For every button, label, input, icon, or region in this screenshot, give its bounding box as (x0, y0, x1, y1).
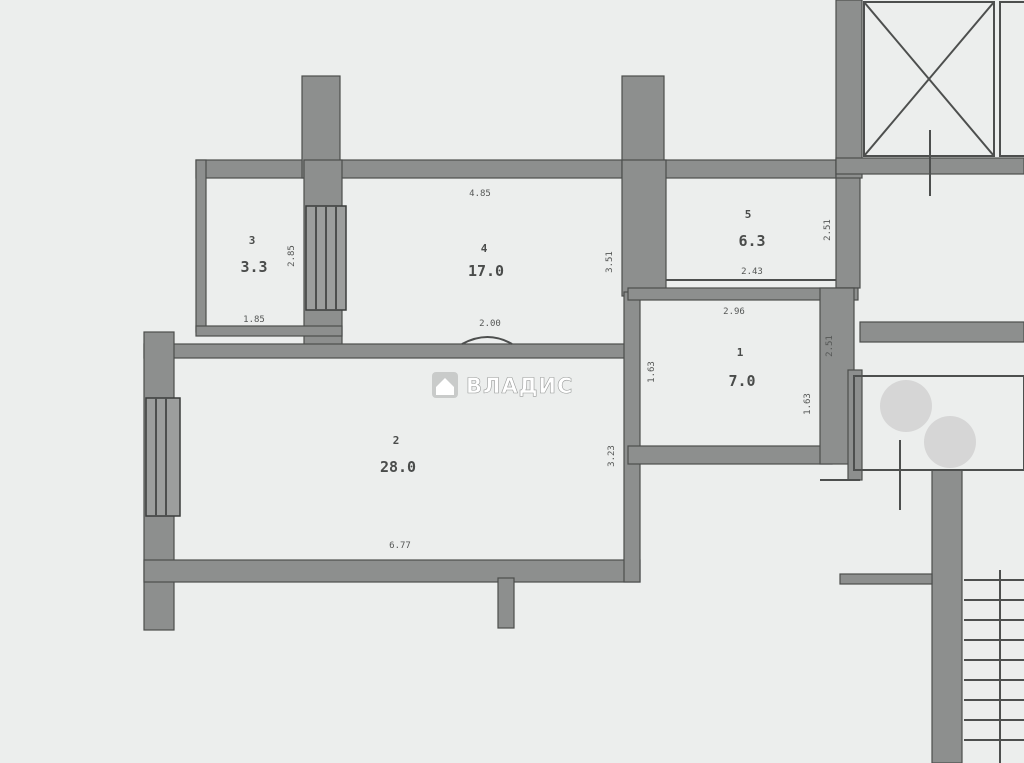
room-5-number: 5 (745, 208, 752, 221)
wall-room1-bottom (627, 445, 833, 465)
room-4-area: 17.0 (468, 262, 504, 280)
wall-room5-right (835, 159, 861, 289)
wall-top (195, 159, 841, 179)
wall-room2-bottom (143, 559, 641, 583)
watermark-text: ВЛАДИС (466, 374, 573, 398)
wall-room3-left (195, 159, 207, 333)
dim-room1-stub: 2.51 (825, 335, 835, 357)
wall-room2-top (143, 343, 635, 359)
dim-room1-top: 2.96 (723, 307, 745, 317)
fixture-circle-1 (880, 380, 932, 432)
room-1-number: 1 (737, 346, 744, 359)
room-3-number: 3 (249, 234, 256, 247)
house-logo-icon (432, 372, 458, 398)
room-2-number: 2 (393, 434, 400, 447)
dim-room3-bottom: 1.85 (243, 315, 265, 325)
dim-room4-top: 4.85 (469, 189, 491, 199)
door-arc (461, 336, 513, 345)
dim-room2-right: 3.23 (607, 445, 617, 467)
dim-room4-right: 3.51 (605, 251, 615, 273)
stairs (964, 570, 1024, 763)
dim-room1-left: 1.63 (647, 361, 657, 383)
room-labels: 3 3.3 4 17.0 5 6.3 1 7.0 2 28.0 (240, 208, 765, 476)
walls (143, 0, 1024, 763)
wall-shaft-left (835, 0, 863, 179)
wall-corridor-stub (839, 573, 933, 585)
wall-room1-top (627, 287, 859, 301)
room-5-area: 6.3 (738, 232, 765, 250)
room-2-area: 28.0 (380, 458, 416, 476)
wall-lobby-top (859, 321, 1024, 343)
window-room2 (145, 397, 181, 517)
elevator-shaft (863, 1, 1024, 196)
room-1-area: 7.0 (728, 372, 755, 390)
watermark: ВЛАДИС (432, 372, 573, 398)
windows (145, 205, 347, 517)
wall-stair-left (931, 469, 963, 763)
dim-room3-side: 2.85 (287, 245, 297, 267)
lobby-details (820, 375, 1024, 510)
room-4-number: 4 (481, 242, 488, 255)
dim-room4-door: 2.00 (479, 319, 501, 329)
room-3-area: 3.3 (240, 258, 267, 276)
fixture-circle-2 (924, 416, 976, 468)
wall-room2-room1 (623, 291, 641, 583)
dimension-labels: 4.85 3.51 2.00 2.85 1.85 2.51 2.43 2.96 … (243, 189, 835, 551)
dim-room5-right: 2.51 (823, 219, 833, 241)
dim-room1-right: 1.63 (803, 393, 813, 415)
wall-room3-bottom (195, 325, 343, 337)
dim-room2-bottom: 6.77 (389, 541, 411, 551)
wall-stub-bottom (497, 577, 515, 629)
dim-room5-bottom: 2.43 (741, 267, 763, 277)
wall-room4-room5 (621, 159, 667, 297)
